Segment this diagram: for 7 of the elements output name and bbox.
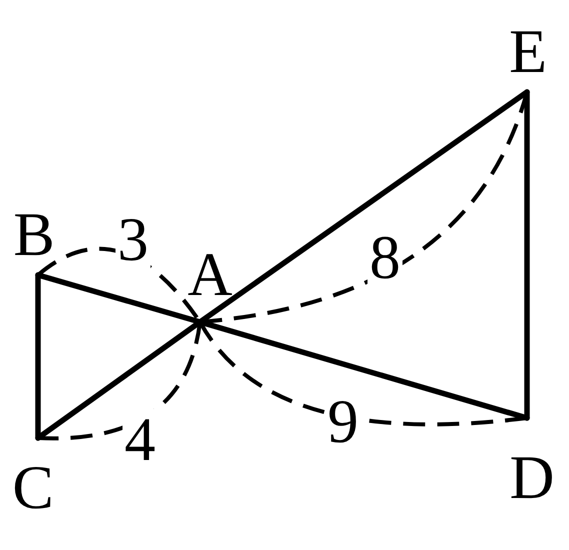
point-label: A (188, 244, 232, 306)
point-label: C (12, 457, 54, 519)
line-segment (524, 89, 530, 421)
point-label: E (509, 21, 547, 83)
point-label: D (510, 447, 554, 509)
line-segment (35, 272, 41, 441)
point-label: B (13, 204, 55, 266)
